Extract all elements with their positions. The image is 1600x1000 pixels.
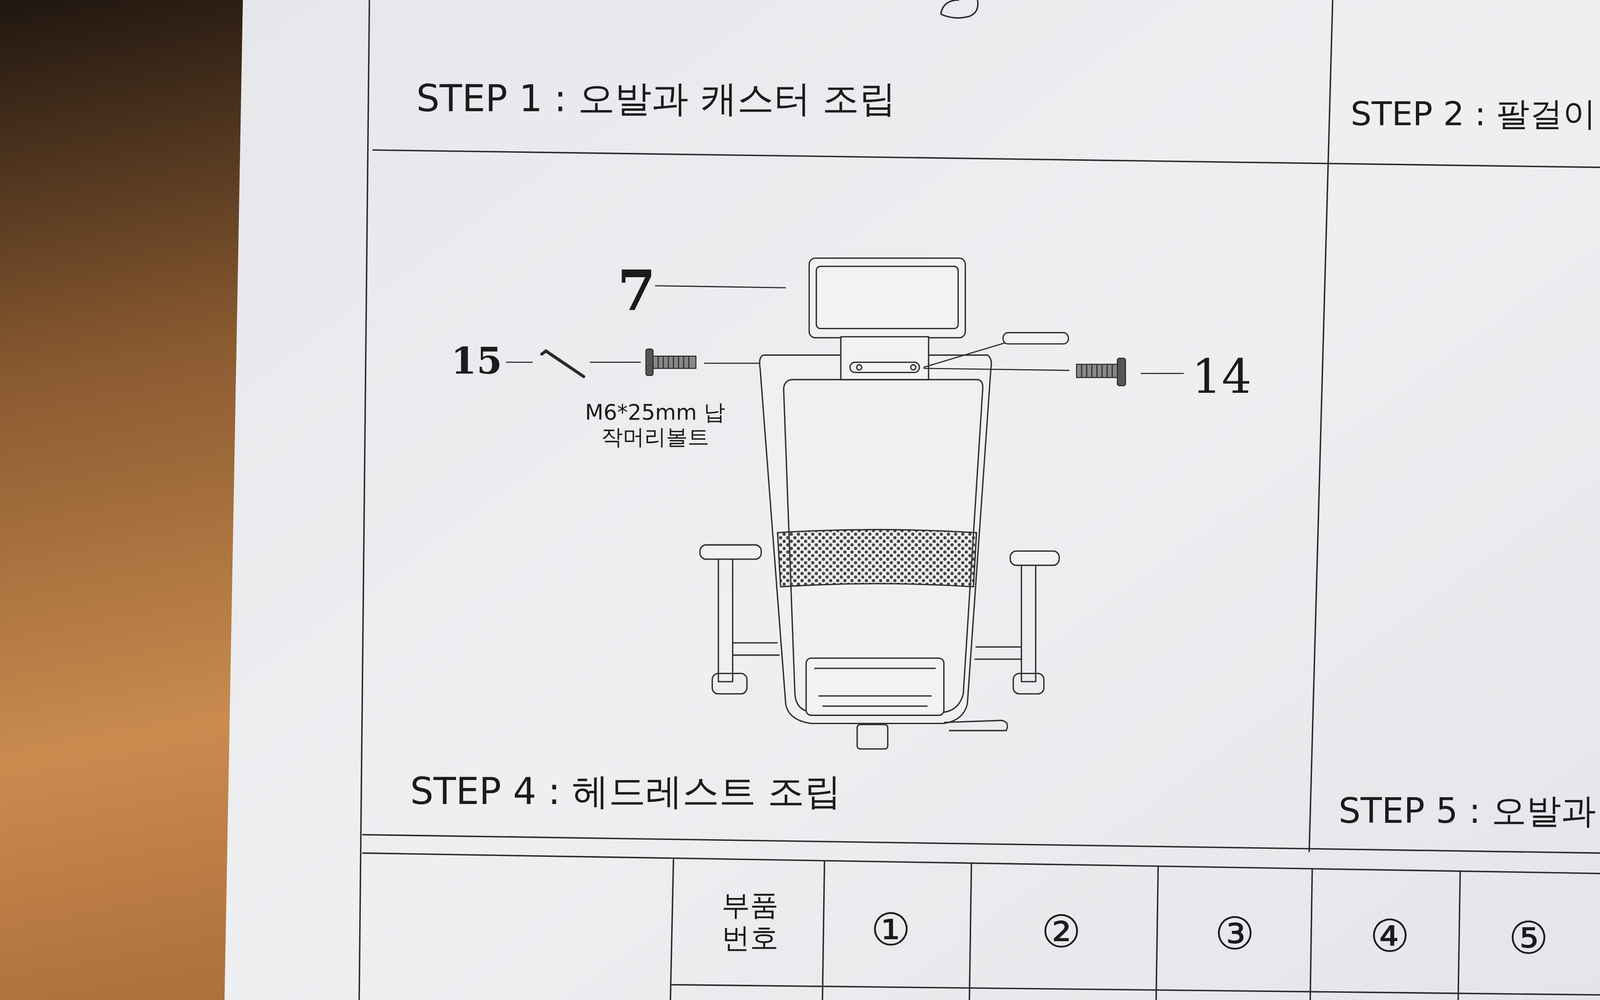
base-knob [857, 724, 888, 749]
armrest-post [974, 565, 1036, 682]
leader-line [1140, 372, 1184, 374]
headrest-inner [816, 266, 959, 329]
part-number: ③ [1214, 908, 1255, 960]
frame-line [1309, 0, 1333, 852]
bolt-thread [1081, 364, 1113, 378]
table-grid [359, 0, 1600, 1000]
part-number: ④ [1369, 910, 1410, 962]
leader-line [506, 361, 533, 363]
bolt-hole [856, 364, 862, 370]
callout-number: 7 [617, 259, 656, 323]
callout-number: 14 [1192, 350, 1252, 404]
frame-line [372, 150, 1600, 168]
frame-line [362, 853, 1600, 874]
part-spec: M6*25mm 납작머리볼트 [583, 400, 727, 450]
bolt-shaft [1076, 364, 1118, 378]
leader-line [923, 342, 1006, 368]
part-number: ② [1041, 906, 1082, 958]
step-heading: STEP 2 : 팔걸이 [1350, 94, 1596, 133]
cell-line [1458, 870, 1460, 1000]
leader-line [589, 361, 641, 363]
step-heading: STEP 5 : 오발과 [1338, 790, 1597, 831]
cell-line [822, 861, 825, 1000]
cut-off-circle [940, 0, 978, 18]
bracket-slot [850, 362, 920, 373]
leader-line [655, 285, 786, 288]
mechanism-lines [814, 668, 936, 706]
step-heading: STEP 1 : 오발과 캐스터 조립 [416, 77, 896, 120]
armrest-joint [712, 673, 748, 694]
armrest-pad [700, 544, 762, 560]
step-heading: STEP 4 : 헤드레스트 조립 [410, 770, 842, 813]
seat-mechanism [806, 658, 944, 716]
hardware [542, 332, 1126, 386]
armrest-post [718, 559, 780, 682]
lever [944, 720, 1008, 731]
mesh-band [777, 529, 977, 587]
table-header: 부품 번호 [714, 888, 786, 955]
bolt-hole [910, 364, 916, 370]
cover-cap [1003, 332, 1069, 344]
frame-line [362, 834, 1600, 854]
bolt-shaft [653, 356, 696, 369]
cell-line [670, 859, 674, 1000]
backrest [759, 355, 992, 724]
cell-line [1310, 868, 1313, 1000]
allen-key [542, 351, 584, 377]
headrest [809, 258, 966, 338]
bolt-head [1117, 358, 1126, 386]
armrest-pad [1010, 551, 1060, 566]
bolt-head [646, 348, 654, 376]
part-number: ⑤ [1508, 912, 1549, 964]
cell-line [670, 984, 1600, 996]
paper-sheet [224, 0, 1600, 1000]
leader-lines [506, 285, 1184, 374]
leader-line [704, 362, 760, 364]
part-number: ① [870, 904, 912, 956]
callout-number: 15 [451, 340, 503, 383]
cell-line [1156, 866, 1158, 1000]
cell-line [969, 863, 972, 1000]
frame-line [359, 0, 370, 1000]
leader-line [923, 368, 1070, 371]
bolt-thread [658, 356, 689, 369]
chair-drawing [700, 258, 1060, 749]
armrest-joint [1013, 673, 1044, 694]
headrest-bracket [840, 336, 929, 380]
